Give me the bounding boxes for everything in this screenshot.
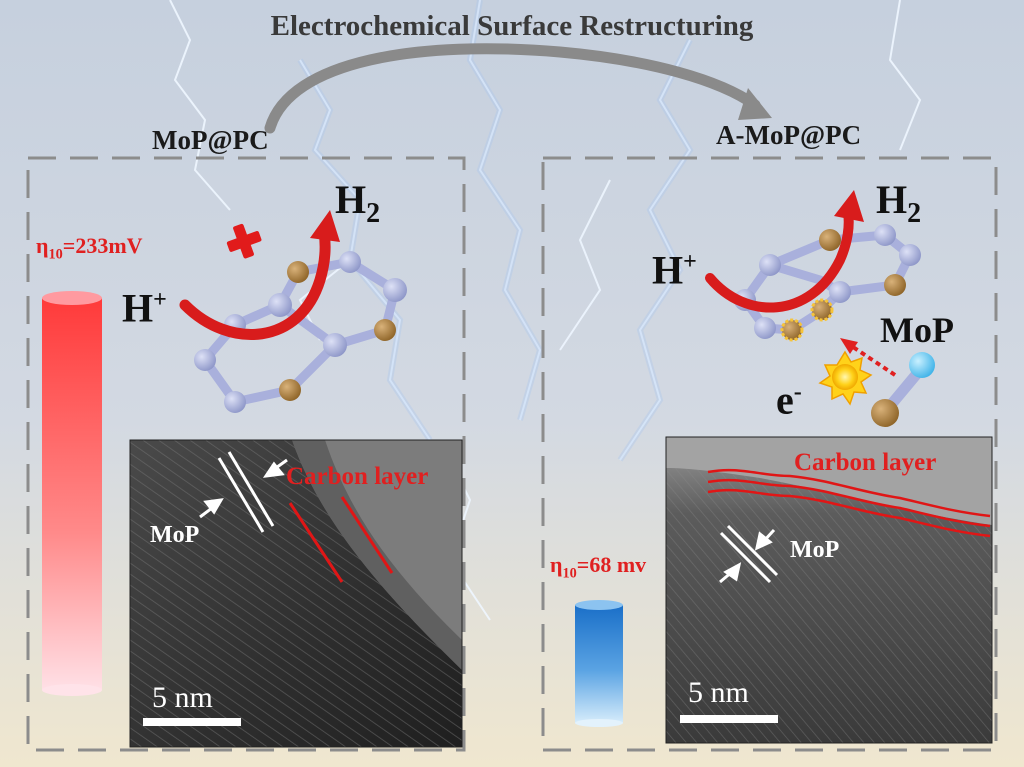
right-tem-image xyxy=(665,436,993,744)
left-lattice-arrows xyxy=(199,458,288,519)
right-carbon-layer-lines xyxy=(707,468,991,538)
electron-transfer-arrow xyxy=(848,343,897,377)
left-carbon-layer-lines xyxy=(288,496,394,583)
right-overpotential-bar xyxy=(575,600,623,727)
left-scale-bar xyxy=(143,718,241,726)
left-carbon-layer-label: Carbon layer xyxy=(286,463,429,490)
right-panel-border xyxy=(541,156,998,752)
left-overpotential-label: η10=233mV xyxy=(36,233,143,263)
diagram-title: Electrochemical Surface Restructuring xyxy=(270,10,754,42)
left-panel-label: MoP@PC xyxy=(152,125,269,155)
right-carbon-layer-label: Carbon layer xyxy=(794,449,937,476)
right-lattice-arrows xyxy=(719,528,776,584)
right-mop-lattice-label: MoP xyxy=(790,537,840,563)
electron-burst-icon xyxy=(818,350,873,406)
left-overpotential-bar xyxy=(42,291,102,696)
right-reaction-arrow xyxy=(705,207,854,313)
mop-species-label: MoP xyxy=(880,310,954,350)
right-scale-label: 5 nm xyxy=(688,676,749,709)
mop-species-icon xyxy=(871,352,935,427)
left-proton-label: H+ xyxy=(122,285,167,331)
lightning-decoration xyxy=(169,0,922,621)
right-molecule xyxy=(734,224,921,342)
right-lattice-marker xyxy=(719,524,779,584)
left-reaction-arrow xyxy=(179,226,331,340)
left-mop-lattice-label: MoP xyxy=(150,522,200,548)
right-scale-bar xyxy=(680,715,778,723)
red-cross-icon xyxy=(226,223,262,259)
electron-label: e- xyxy=(776,377,802,423)
left-lattice-marker xyxy=(217,451,275,533)
transition-arrow xyxy=(264,43,761,134)
right-hydrogen-label: H2 xyxy=(876,177,922,229)
left-hydrogen-label: H2 xyxy=(335,177,381,229)
left-tem-image xyxy=(129,439,463,748)
right-overpotential-label: η10=68 mv xyxy=(550,552,647,582)
right-proton-label: H+ xyxy=(652,247,697,293)
right-panel-label: A-MoP@PC xyxy=(716,120,862,150)
left-panel-border xyxy=(26,156,466,752)
left-scale-label: 5 nm xyxy=(152,681,213,714)
